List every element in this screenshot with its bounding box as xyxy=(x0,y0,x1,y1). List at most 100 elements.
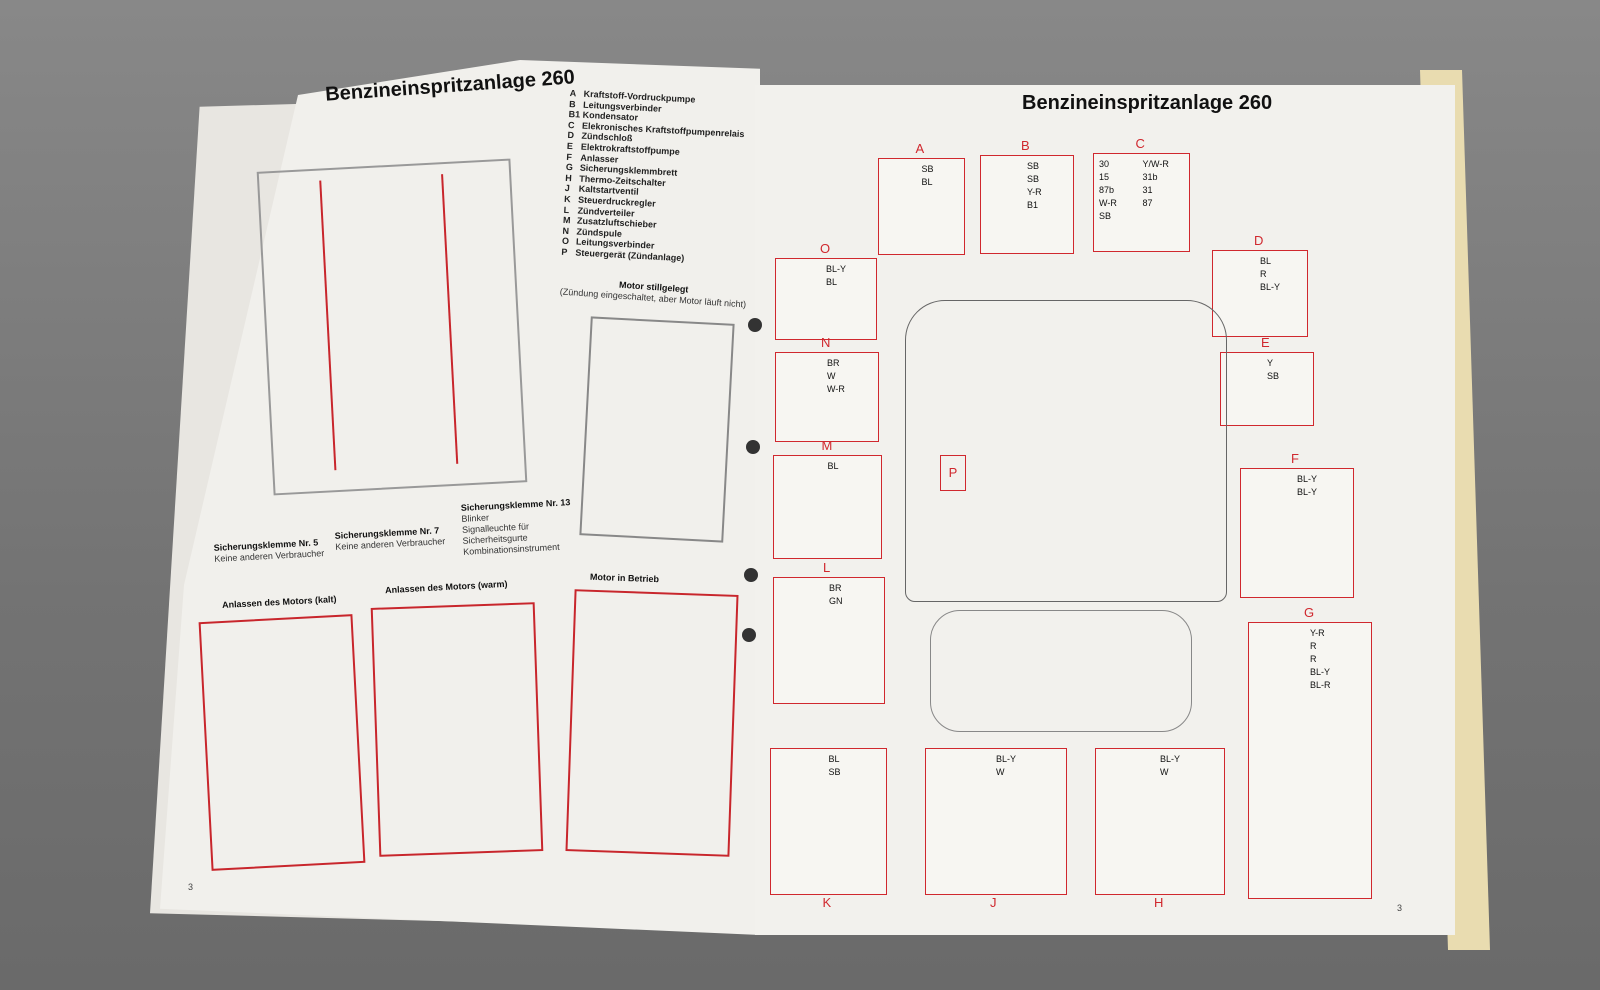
fuse13-item: Blinker xyxy=(461,512,490,524)
legend-key: E xyxy=(566,140,574,152)
component-box-n: BR W W-R xyxy=(775,352,879,442)
component-letter: L xyxy=(823,560,831,575)
legend-key: G xyxy=(565,162,574,173)
wire-label: 31b xyxy=(1142,172,1158,182)
legend-key: L xyxy=(563,204,570,215)
component-box-h: BL-Y W xyxy=(1095,748,1225,895)
component-box-f: BL-Y BL-Y xyxy=(1240,468,1354,598)
wire-label: W-R xyxy=(1099,198,1117,208)
binder-hole xyxy=(748,318,762,332)
wire-label: W xyxy=(1160,767,1169,777)
diagram-running xyxy=(565,589,739,857)
wire-label: R xyxy=(1310,641,1317,651)
component-letter: E xyxy=(1261,335,1270,350)
wire-label: BL-Y xyxy=(1297,487,1318,497)
wire-label: BL-Y xyxy=(1160,754,1181,764)
engine-bay-illustration xyxy=(905,300,1227,602)
control-unit-label: P xyxy=(940,455,966,491)
legend-key: N xyxy=(562,225,570,236)
active-circuit xyxy=(319,174,459,471)
wire-label: R xyxy=(1260,269,1267,279)
fuse13-caption: Sicherungsklemme Nr. 13 Blinker Signalle… xyxy=(461,497,573,558)
component-box-j: BL-Y W xyxy=(925,748,1067,895)
running-title: Motor in Betrieb xyxy=(589,571,660,585)
component-letter: K xyxy=(822,895,832,910)
binder-hole xyxy=(744,568,758,582)
component-letter: C xyxy=(1135,136,1145,151)
component-letter: N xyxy=(821,335,831,350)
component-box-m: BL xyxy=(773,455,882,559)
component-letter: A xyxy=(915,141,925,156)
right-page-title: Benzineinspritzanlage 260 xyxy=(1022,92,1273,114)
wire-label: Y/W-R xyxy=(1142,159,1169,169)
component-letter: F xyxy=(1291,451,1299,466)
wire-label: BR xyxy=(827,358,840,368)
wire-label: GN xyxy=(829,596,843,606)
component-letter: H xyxy=(1154,895,1164,910)
wire-label: Y xyxy=(1267,358,1274,368)
component-box-o: BL-Y BL xyxy=(775,258,877,340)
wire-label: 15 xyxy=(1099,172,1110,182)
right-page-number: 3 xyxy=(1397,903,1403,913)
wire-label: BL xyxy=(826,277,838,287)
wire-label: BL xyxy=(1260,256,1272,266)
wire-label: 87b xyxy=(1099,185,1115,195)
component-box-d: BL R BL-Y xyxy=(1212,250,1308,337)
legend-key: P xyxy=(561,246,568,257)
diagram-start-warm xyxy=(370,602,544,857)
legend-key: O xyxy=(561,236,570,247)
wire-label: W xyxy=(996,767,1005,777)
component-letter: M xyxy=(821,438,833,453)
wire-label: B1 xyxy=(1027,200,1039,210)
wire-label: R xyxy=(1310,654,1317,664)
component-box-l: BR GN xyxy=(773,577,885,704)
wire-label: BL-Y xyxy=(1297,474,1318,484)
wire-label: 30 xyxy=(1099,159,1110,169)
engine-illustration xyxy=(930,610,1192,732)
wire-label: 31 xyxy=(1142,185,1153,195)
wire-label: SB xyxy=(1027,174,1040,184)
wire-label: BL xyxy=(827,461,839,471)
wire-label: SB xyxy=(1027,161,1040,171)
wire-label: BL-Y xyxy=(826,264,847,274)
wire-label: BL-R xyxy=(1310,680,1331,690)
component-letter: D xyxy=(1254,233,1264,248)
wire-label: BL-Y xyxy=(1260,282,1281,292)
component-box-e: Y SB xyxy=(1220,352,1314,426)
legend-key: A xyxy=(569,88,577,99)
legend-key: B1 xyxy=(568,109,581,120)
diagram-motor-stillgelegt xyxy=(579,316,735,543)
wire-label: BL-Y xyxy=(996,754,1017,764)
wire-label: SB xyxy=(828,767,841,777)
wire-label: BL xyxy=(828,754,840,764)
wire-label: BR xyxy=(829,583,842,593)
binder-hole xyxy=(746,440,760,454)
wire-label: SB xyxy=(1099,211,1112,221)
wire-label: W-R xyxy=(827,384,845,394)
legend-key: M xyxy=(562,214,571,226)
legend-key: K xyxy=(563,193,571,205)
wire-label: W xyxy=(827,371,836,381)
component-box-k: BL SB xyxy=(770,748,887,895)
component-letter: G xyxy=(1304,605,1315,620)
legend-key: B xyxy=(568,98,576,109)
main-wiring-diagram xyxy=(256,158,528,496)
legend-key: H xyxy=(565,172,573,183)
legend-key: F xyxy=(566,151,573,162)
diagram-start-cold xyxy=(198,614,366,871)
wire-label: SB xyxy=(1267,371,1280,381)
left-page-number: 3 xyxy=(188,882,194,892)
component-letter: J xyxy=(990,895,997,910)
wire-label: SB xyxy=(921,164,934,174)
component-letter: O xyxy=(820,241,831,256)
wire-label: 87 xyxy=(1142,198,1153,208)
wire-label: BL-Y xyxy=(1310,667,1331,677)
binder-hole xyxy=(742,628,756,642)
wire-label: Y-R xyxy=(1310,628,1325,638)
legend-key: D xyxy=(567,130,575,141)
